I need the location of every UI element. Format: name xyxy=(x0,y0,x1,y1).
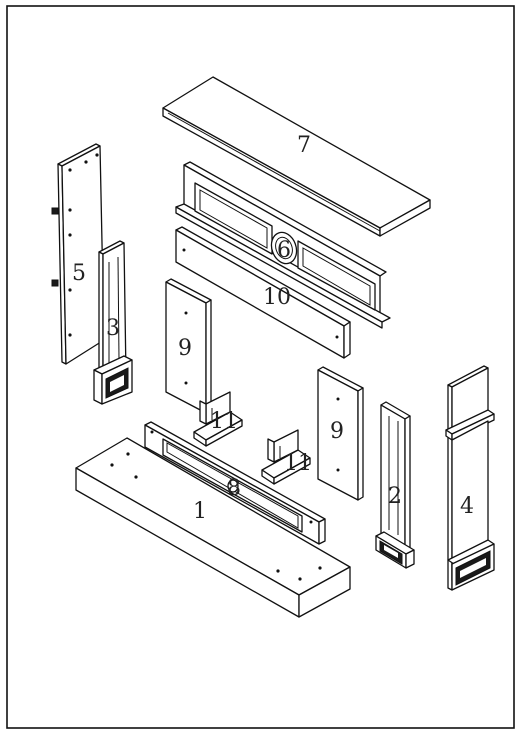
part-9-left-panel xyxy=(165,278,212,414)
part-2-right-column xyxy=(375,401,415,569)
part-6-frieze-panel xyxy=(175,161,391,329)
label-part-8: 8 xyxy=(227,476,241,501)
part-9-right-panel xyxy=(317,366,364,501)
part-1-hearth-base xyxy=(75,437,351,618)
part-7-top-shelf xyxy=(162,76,431,237)
part-8-base-rail xyxy=(144,421,326,545)
label-part-11-right: 11 xyxy=(284,451,312,476)
label-part-9-left: 9 xyxy=(178,336,192,361)
label-part-7: 7 xyxy=(297,133,311,158)
part-11-left-bracket xyxy=(193,391,243,447)
part-11-right-bracket xyxy=(261,429,311,485)
label-part-2: 2 xyxy=(388,484,402,509)
label-part-5: 5 xyxy=(72,261,86,286)
part-4-right-pilaster xyxy=(445,365,495,591)
label-part-4: 4 xyxy=(460,494,474,519)
label-part-11-left: 11 xyxy=(210,409,238,434)
label-part-9-right: 9 xyxy=(330,419,344,444)
label-part-3: 3 xyxy=(106,316,120,341)
part-10-frieze-board xyxy=(175,226,351,359)
label-part-1: 1 xyxy=(193,499,207,524)
label-part-10: 10 xyxy=(263,285,291,310)
label-part-6: 6 xyxy=(277,238,291,263)
part-3-left-column xyxy=(93,240,133,405)
